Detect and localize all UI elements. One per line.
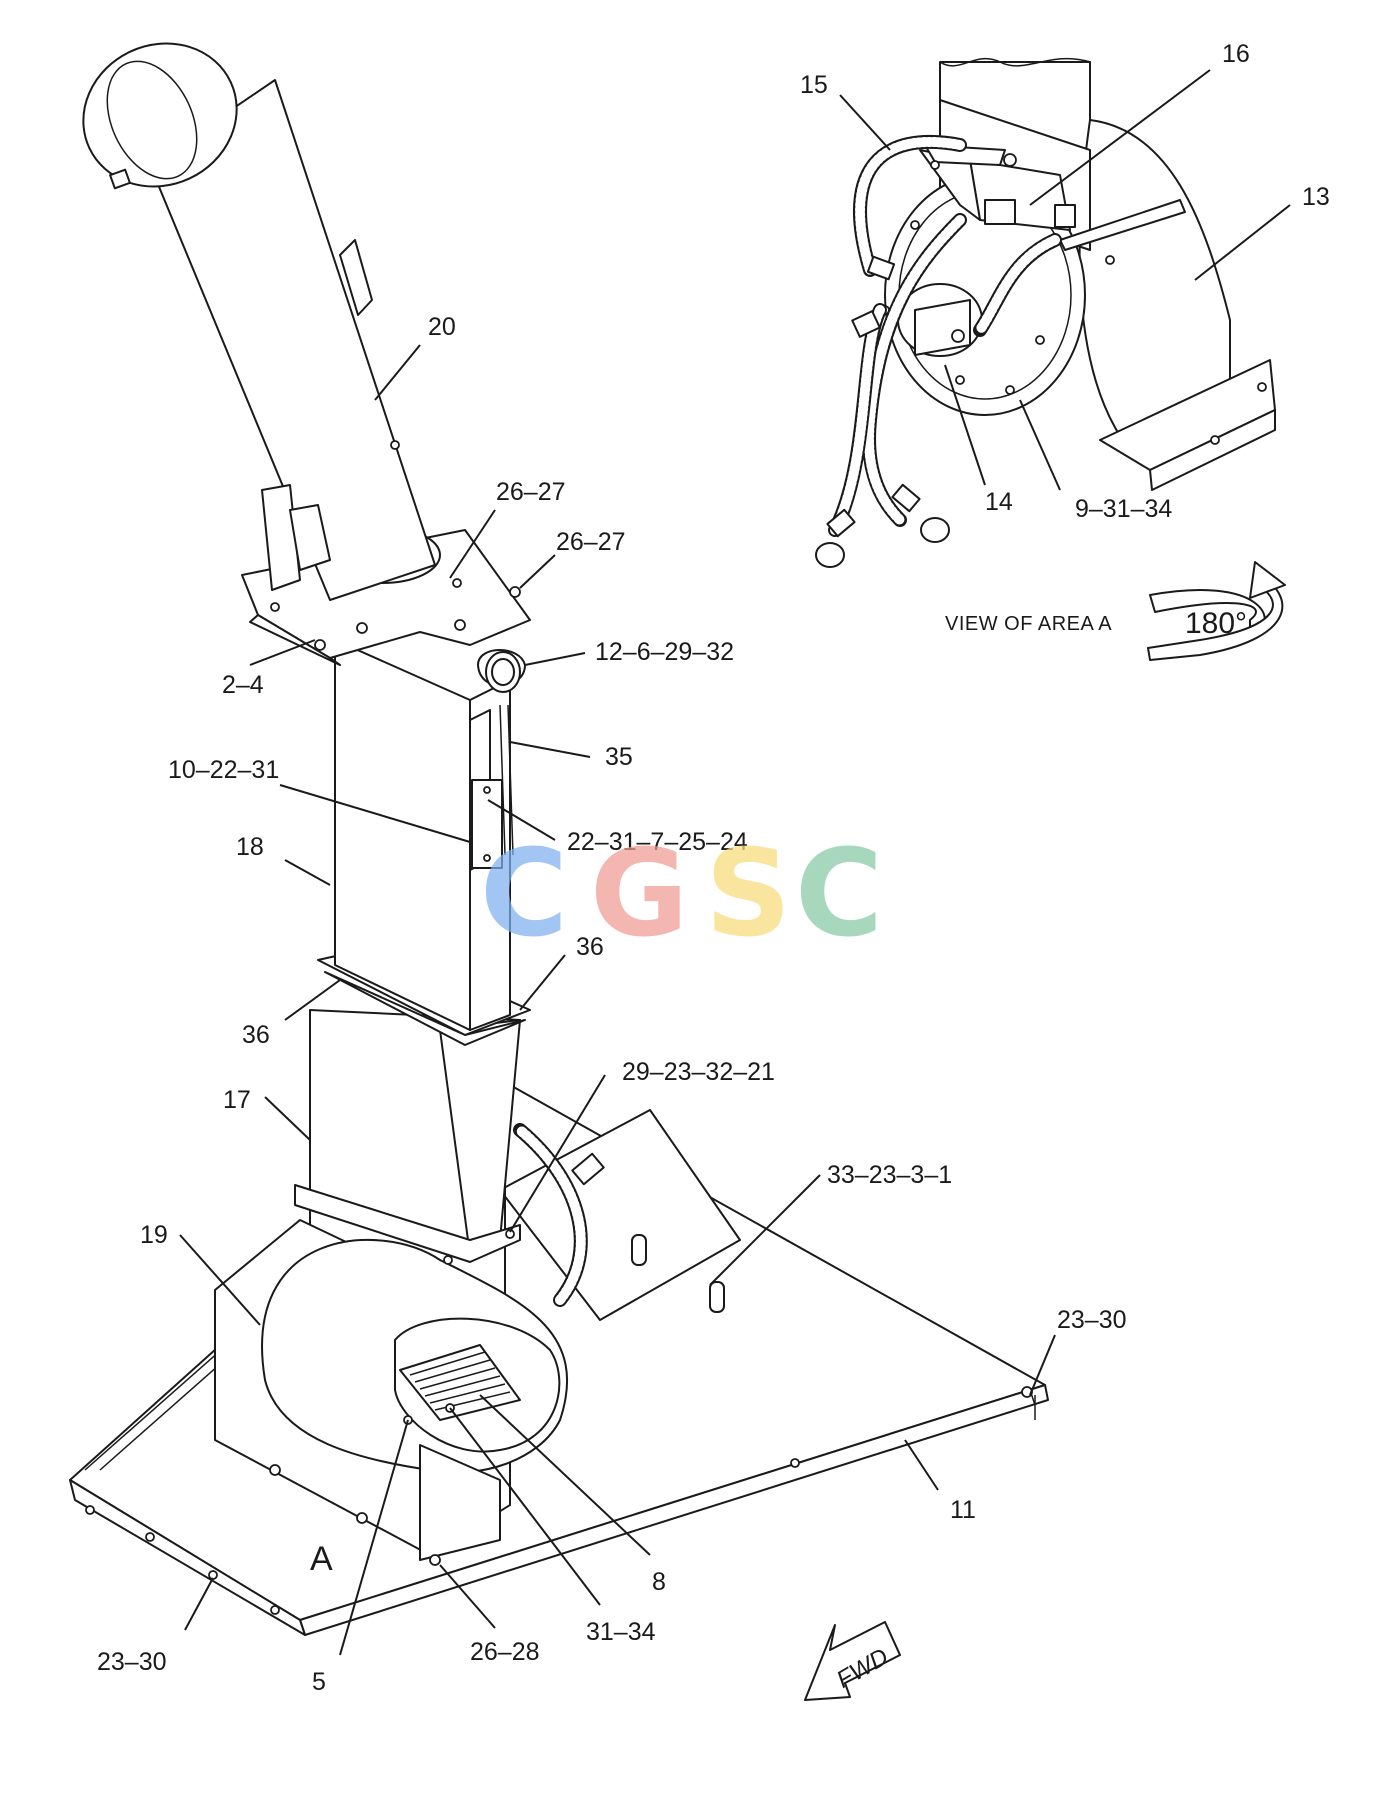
label-18: 18 <box>236 833 264 861</box>
label-17: 17 <box>223 1086 251 1114</box>
callout-labels: 20 26–27 26–27 2–4 12–6–29–32 35 10–22–3… <box>97 40 1330 1696</box>
detail-view-area-a <box>815 57 1276 568</box>
area-marker: A <box>310 1540 333 1578</box>
label-23-30-right: 23–30 <box>1057 1306 1127 1334</box>
label-11: 11 <box>950 1496 976 1524</box>
valve-block <box>919 144 1186 265</box>
label-14: 14 <box>985 488 1013 516</box>
label-36-right: 36 <box>576 933 604 961</box>
label-26-27-b: 26–27 <box>556 528 626 556</box>
impeller <box>399 1344 521 1421</box>
label-19: 19 <box>140 1221 168 1249</box>
label-20: 20 <box>428 313 456 341</box>
blower-housing <box>214 1219 569 1566</box>
label-16: 16 <box>1222 40 1250 68</box>
watermark-letter-c2: C <box>795 825 883 964</box>
rotation-label: 180° <box>1185 607 1247 640</box>
label-9-31-34: 9–31–34 <box>1075 495 1172 523</box>
hydraulic-hoses <box>815 134 1062 568</box>
label-23-30-left: 23–30 <box>97 1648 167 1676</box>
upper-duct <box>334 639 526 1031</box>
rotation-arrow-icon <box>1147 561 1286 661</box>
leader-lines <box>179 69 1291 1656</box>
watermark-logo: C G S C <box>480 825 883 964</box>
transition-duct <box>294 1009 521 1265</box>
label-26-28: 26–28 <box>470 1638 540 1666</box>
label-8: 8 <box>652 1568 666 1596</box>
label-5: 5 <box>312 1668 326 1696</box>
fwd-arrow-icon <box>804 1621 901 1701</box>
label-2-4: 2–4 <box>222 671 264 699</box>
label-12-6-29-32: 12–6–29–32 <box>595 638 734 666</box>
stack-pipe <box>82 42 436 601</box>
watermark-letter-g: G <box>590 825 689 964</box>
watermark-letter-s: S <box>705 825 791 964</box>
label-31-34: 31–34 <box>586 1618 656 1646</box>
label-26-27-a: 26–27 <box>496 478 566 506</box>
label-36-left: 36 <box>242 1021 270 1049</box>
view-title: VIEW OF AREA A <box>945 613 1112 635</box>
base-hose <box>513 1123 605 1307</box>
label-33-23-3-1: 33–23–3–1 <box>827 1161 952 1189</box>
label-10-22-31: 10–22–31 <box>168 756 279 784</box>
label-13: 13 <box>1302 183 1330 211</box>
label-22-31-7-25-24: 22–31–7–25–24 <box>567 828 748 856</box>
label-29-23-32-21: 29–23–32–21 <box>622 1058 775 1086</box>
watermark-letter-c1: C <box>480 825 568 964</box>
label-15: 15 <box>800 71 828 99</box>
label-35: 35 <box>605 743 633 771</box>
